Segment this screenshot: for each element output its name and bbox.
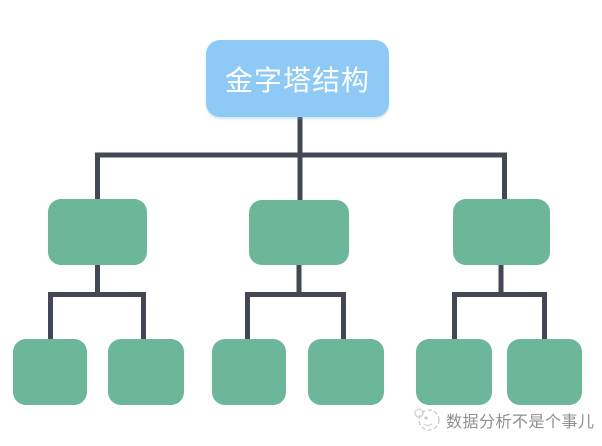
level3-node-3: [212, 339, 286, 405]
watermark: 数据分析不是个事儿: [413, 405, 595, 434]
level2-node-2: [249, 200, 349, 265]
watermark-text: 数据分析不是个事儿: [446, 411, 595, 431]
level2-node-3: [453, 199, 550, 265]
level3-node-1: [13, 339, 87, 405]
level3-node-2: [108, 339, 184, 405]
level2-node-1: [48, 199, 147, 265]
level3-node-5: [416, 339, 492, 405]
level3-node-6: [507, 339, 582, 405]
level3-node-4: [308, 339, 384, 405]
panda-logo-icon: [413, 405, 442, 434]
root-node: 金字塔结构: [206, 40, 389, 117]
